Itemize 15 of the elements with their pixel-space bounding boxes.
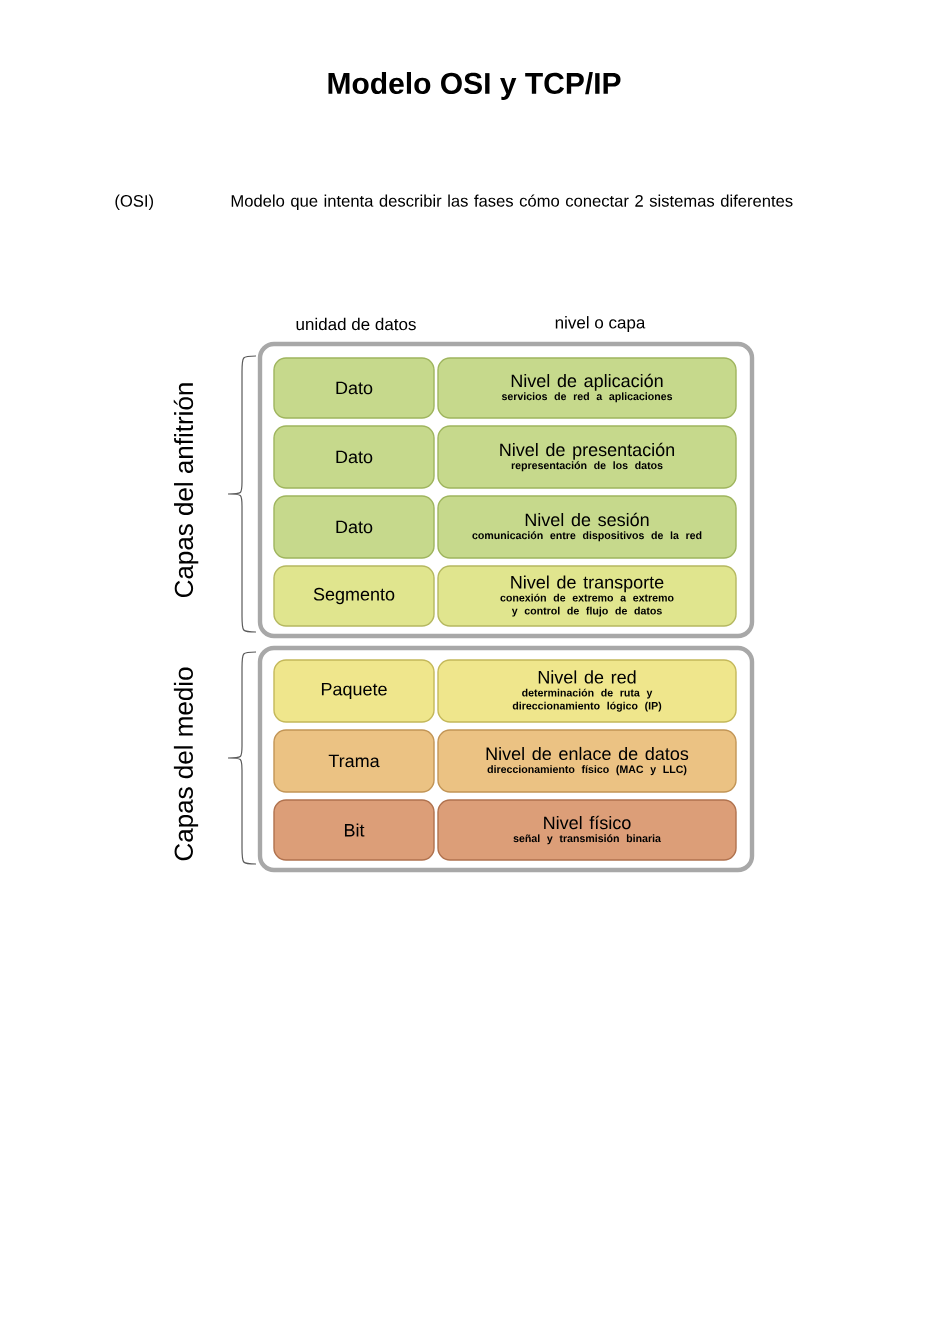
side-label: Capas del medio (173, 667, 199, 861)
paragraph: (OSI) Modelo que intenta describir las fases cómo conectar 2 sistemas diferentes (115, 194, 793, 211)
label: Modelo que intenta describir las fases cómo conectar 2 sistemas diferentes (231, 194, 793, 211)
data-unit-box: Dato (273, 495, 435, 559)
title: Modelo OSI y TCP/IP (328, 72, 621, 100)
column-heading: unidad de datos (296, 317, 416, 331)
column-heading: nivel o capa (555, 316, 646, 332)
data-unit-box: Trama (273, 729, 435, 793)
label: (OSI) (115, 194, 154, 211)
data-unit-box: Paquete (273, 659, 435, 723)
data-unit-box: Dato (273, 425, 435, 489)
data-unit-box: Dato (273, 357, 435, 419)
side-label: Capas del anfitrión (173, 383, 199, 598)
data-unit-box: Bit (273, 799, 435, 861)
data-unit-box: Segmento (273, 565, 435, 627)
